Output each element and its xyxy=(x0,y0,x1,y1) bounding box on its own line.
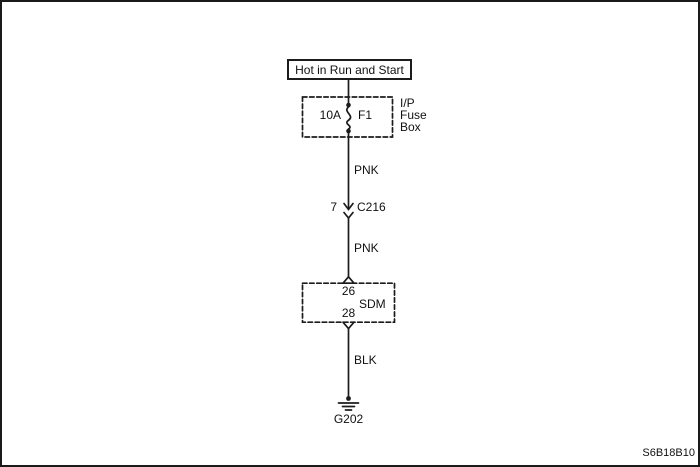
ground-dot xyxy=(346,396,351,401)
fuse-box-name-line1: I/P xyxy=(400,96,415,110)
module-output-pin-label: 28 xyxy=(341,306,356,320)
wire-color-label-pnk-2: PNK xyxy=(354,241,379,255)
fuse-box-name-line2: Fuse xyxy=(400,108,427,122)
wire-color-label-blk: BLK xyxy=(354,353,377,367)
fuse-box-name: I/P Fuse Box xyxy=(400,97,427,133)
connector-pin-label: 7 xyxy=(330,200,337,214)
fuse-box-name-line3: Box xyxy=(400,120,421,134)
connector-male-arrow xyxy=(343,202,354,211)
connector-id-label: C216 xyxy=(357,200,386,214)
fuse-element-symbol xyxy=(346,106,352,130)
wire-color-label-pnk-1: PNK xyxy=(354,163,379,177)
fuse-rating-label: 10A xyxy=(319,108,341,122)
fuse-box-outline xyxy=(301,96,394,138)
fuse-terminal-bottom-dot xyxy=(346,128,351,134)
sdm-box-outline xyxy=(301,282,396,324)
ground-id-label: G202 xyxy=(333,412,364,426)
fuse-name-label: F1 xyxy=(358,108,373,122)
power-source-box: Hot in Run and Start xyxy=(287,59,412,80)
sdm-input-pin-symbol xyxy=(341,275,356,285)
sdm-output-pin-symbol xyxy=(342,321,355,330)
fuse-terminal-top-dot xyxy=(346,102,351,108)
module-name-label: SDM xyxy=(359,297,386,311)
power-source-label: Hot in Run and Start xyxy=(295,62,404,77)
doc-code-label: S6B18B10 xyxy=(642,447,695,459)
module-input-pin-label: 26 xyxy=(341,284,356,298)
